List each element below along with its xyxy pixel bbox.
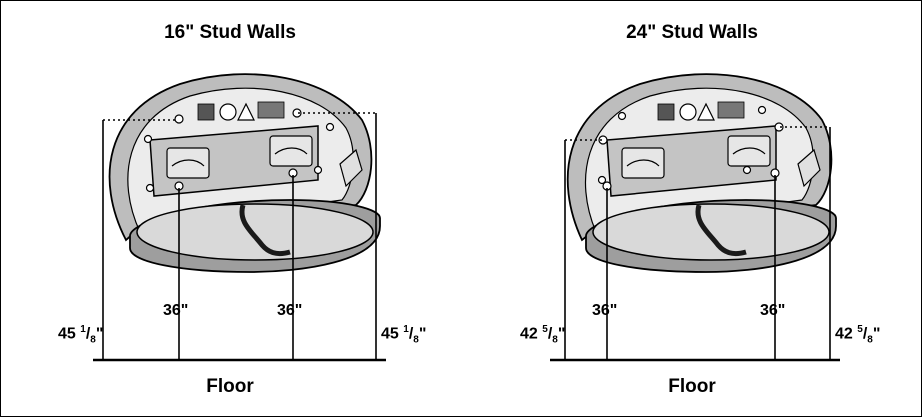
- floor-label: Floor: [668, 376, 716, 397]
- reference-dotted-lines: [103, 112, 376, 121]
- screw-holes: [143, 108, 335, 193]
- mount-height-left-label: 36": [592, 302, 618, 319]
- reference-dotted-lines: [565, 126, 830, 141]
- measurement-lines: [102, 113, 377, 360]
- floor-label: Floor: [206, 376, 254, 397]
- safety-strap: [239, 204, 291, 257]
- changing-station-diagram: [93, 73, 386, 362]
- changing-station-diagram: [550, 73, 840, 362]
- bed-tray: [129, 199, 381, 273]
- mounting-plate: [149, 125, 319, 197]
- measurement-lines: [564, 127, 831, 360]
- panel-title: 16" Stud Walls: [164, 22, 296, 43]
- mounting-plate: [606, 125, 777, 197]
- outer-height-left-label: 45 1/8": [58, 324, 104, 346]
- outer-height-right-label: 45 1/8": [381, 324, 427, 346]
- bed-tray: [585, 199, 837, 273]
- panel-16in-stud-walls: 16" Stud Walls: [0, 0, 460, 417]
- safety-strap: [695, 204, 747, 257]
- strap-buckle-left: [166, 147, 210, 179]
- mount-height-right-label: 36": [277, 302, 303, 319]
- outer-height-right-label: 42 5/8": [835, 324, 881, 346]
- mount-height-right-label: 36": [760, 302, 786, 319]
- warning-labels: [657, 101, 745, 121]
- panel-title: 24" Stud Walls: [626, 22, 758, 43]
- screw-holes: [597, 105, 784, 191]
- outer-height-left-label: 42 5/8": [520, 324, 566, 346]
- panel-24in-stud-walls: 24" Stud Walls: [462, 0, 922, 417]
- strap-buckle-right: [727, 135, 771, 167]
- warning-labels: [197, 101, 285, 121]
- strap-buckle-right: [269, 135, 313, 167]
- hinge: [797, 148, 821, 188]
- mount-height-left-label: 36": [163, 302, 189, 319]
- hinge: [339, 148, 363, 188]
- strap-buckle-left: [621, 147, 665, 179]
